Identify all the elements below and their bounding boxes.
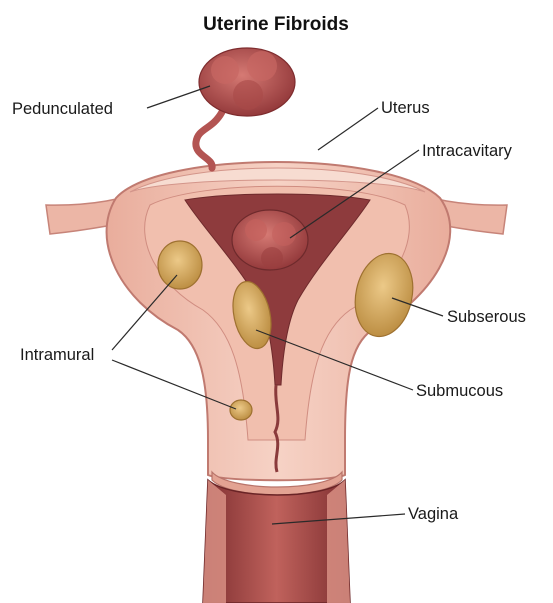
intramural-fibroid-upper	[158, 241, 202, 289]
vaginal-wall-left	[203, 480, 226, 603]
cervical-canal	[275, 385, 278, 472]
pedunculated-stalk	[196, 112, 222, 168]
leader-uterus	[318, 108, 378, 150]
leader-pedunculated	[147, 86, 210, 108]
intramural-fibroid-lower	[230, 400, 252, 420]
label-pedunculated: Pedunculated	[12, 100, 113, 118]
pedunculated-fibroid	[199, 48, 295, 116]
label-vagina: Vagina	[408, 505, 459, 523]
label-subserous: Subserous	[447, 308, 526, 326]
label-intracavitary: Intracavitary	[422, 142, 513, 160]
label-uterus: Uterus	[381, 99, 430, 117]
vaginal-wall-right	[327, 480, 350, 603]
label-intramural: Intramural	[20, 346, 94, 364]
diagram-title: Uterine Fibroids	[203, 14, 349, 35]
label-submucous: Submucous	[416, 382, 503, 400]
intracavitary-fibroid	[232, 210, 308, 270]
